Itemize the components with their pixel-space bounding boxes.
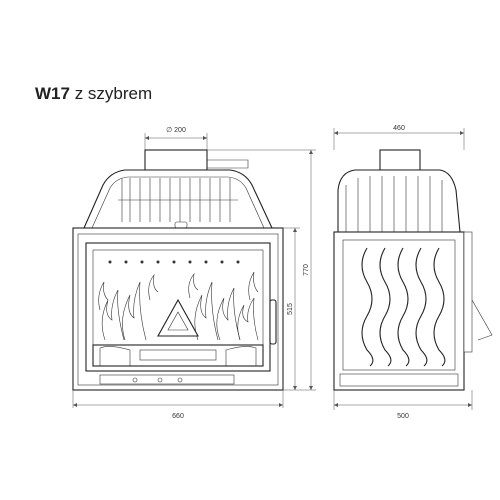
flue-diameter-label: ∅ 200	[166, 127, 186, 134]
side-fins	[345, 176, 443, 232]
front-width-label: 660	[172, 413, 184, 420]
top-studs	[108, 260, 240, 264]
door-handle	[269, 299, 277, 345]
side-handle	[471, 299, 493, 341]
wave-ribs	[361, 247, 446, 367]
top-body-inner	[91, 176, 265, 229]
brand-logo-inner	[167, 311, 189, 331]
side-top-body	[337, 169, 461, 233]
damper-handle	[207, 159, 249, 169]
product-title: W17 z szybrem	[35, 84, 152, 104]
dimension-lines	[72, 128, 473, 410]
model-variant: z szybrem	[74, 84, 153, 103]
side-view	[333, 149, 493, 391]
total-height-label: 770	[303, 264, 310, 276]
side-depth-label: 500	[397, 413, 409, 420]
brand-logo	[157, 298, 199, 337]
ash-tray	[99, 374, 235, 385]
side-base	[339, 373, 459, 387]
side-flue-collar	[379, 149, 421, 171]
model-name: W17	[35, 84, 70, 103]
air-knob	[174, 221, 188, 229]
door-height-label: 515	[287, 303, 294, 315]
top-fins	[118, 178, 238, 222]
grate-bar	[139, 349, 217, 361]
door-frame-inner	[77, 233, 279, 386]
top-depth-label: 460	[393, 125, 405, 132]
flue-collar	[144, 149, 208, 171]
flame-pattern	[98, 271, 259, 341]
side-panel	[342, 239, 456, 371]
side-door-edge	[463, 231, 473, 353]
stove-top-body	[83, 169, 273, 229]
front-view	[72, 149, 284, 391]
grate-tray	[92, 344, 264, 367]
